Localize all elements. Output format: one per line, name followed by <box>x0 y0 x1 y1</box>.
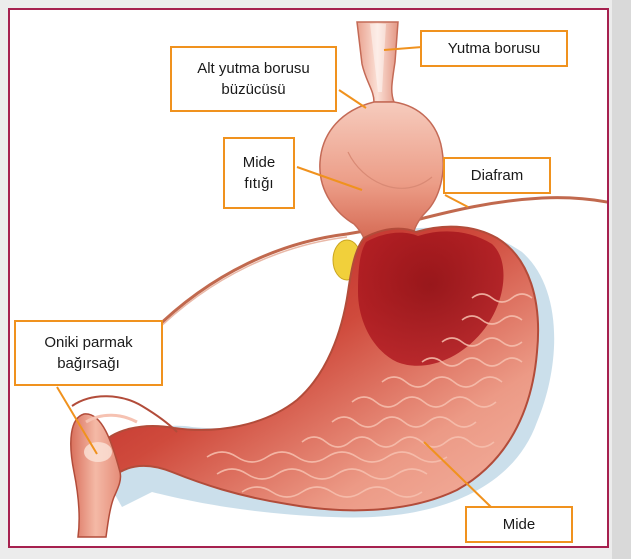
label-oniki-line2: bağırsağı <box>57 353 120 374</box>
label-mide-fitigi: Mide fıtığı <box>223 137 295 209</box>
label-diafram: Diafram <box>443 157 551 194</box>
label-mide: Mide <box>465 506 573 543</box>
label-oniki-parmak-bagirsagi: Oniki parmak bağırsağı <box>14 320 163 386</box>
page-edge-strip <box>612 0 631 559</box>
label-alt-yutma-line1: Alt yutma borusu <box>197 58 310 79</box>
label-alt-yutma-line2: büzücüsü <box>221 79 285 100</box>
label-oniki-line1: Oniki parmak <box>44 332 132 353</box>
label-diafram-text: Diafram <box>471 165 524 186</box>
label-mide-text: Mide <box>503 514 536 535</box>
label-alt-yutma-borusu-buzucusu: Alt yutma borusu büzücüsü <box>170 46 337 112</box>
label-yutma-borusu: Yutma borusu <box>420 30 568 67</box>
label-mide-fitigi-line2: fıtığı <box>244 173 273 194</box>
label-yutma-borusu-text: Yutma borusu <box>448 38 541 59</box>
label-mide-fitigi-line1: Mide <box>243 152 276 173</box>
duodenum-shape <box>71 414 121 537</box>
